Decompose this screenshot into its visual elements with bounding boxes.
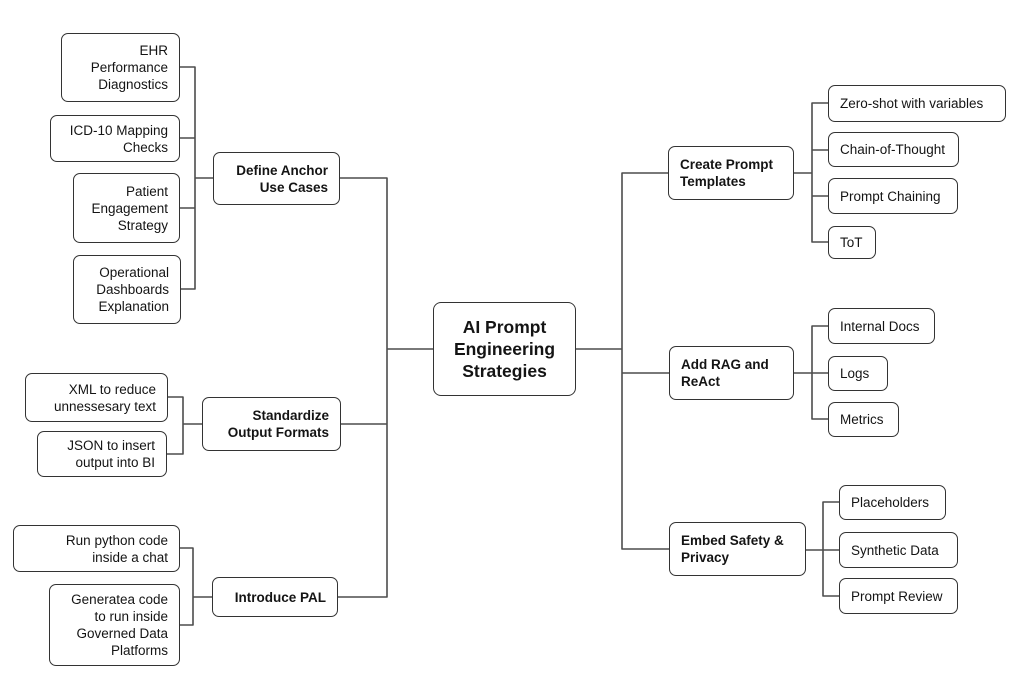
branch-introduce-pal: Introduce PAL <box>212 577 338 617</box>
branch-define-anchor-use-cases: Define Anchor Use Cases <box>213 152 340 205</box>
leaf-placeholders: Placeholders <box>839 485 946 520</box>
leaf-ehr-performance-diagnostics: EHR Performance Diagnostics <box>61 33 180 102</box>
connector-group-create-prompt <box>793 102 829 243</box>
leaf-internal-docs: Internal Docs <box>828 308 935 344</box>
branch-add-rag-and-react: Add RAG and ReAct <box>669 346 794 400</box>
leaf-run-python-code-inside-a-chat: Run python code inside a chat <box>13 525 180 572</box>
connector-group-introduce-pal <box>179 547 213 626</box>
connector-left-main <box>337 177 434 598</box>
leaf-prompt-chaining: Prompt Chaining <box>828 178 958 214</box>
connector-group-standardize <box>166 396 203 455</box>
branch-create-prompt-templates: Create Prompt Templates <box>668 146 794 200</box>
leaf-chain-of-thought: Chain-of-Thought <box>828 132 959 167</box>
connector-group-define-anchor <box>179 66 214 290</box>
leaf-tot: ToT <box>828 226 876 259</box>
leaf-zero-shot-with-variables: Zero-shot with variables <box>828 85 1006 122</box>
leaf-icd-10-mapping-checks: ICD-10 Mapping Checks <box>50 115 180 162</box>
connector-right-main <box>574 172 670 550</box>
connector-group-embed-safety <box>805 501 840 597</box>
leaf-logs: Logs <box>828 356 888 391</box>
branch-standardize-output-formats: Standardize Output Formats <box>202 397 341 451</box>
leaf-prompt-review: Prompt Review <box>839 578 958 614</box>
root-node: AI Prompt Engineering Strategies <box>433 302 576 396</box>
leaf-generatea-code-governed-data-platforms: Generatea code to run inside Governed Da… <box>49 584 180 666</box>
leaf-operational-dashboards-explanation: Operational Dashboards Explanation <box>73 255 181 324</box>
leaf-xml-to-reduce-unnessesary-text: XML to reduce unnessesary text <box>25 373 168 422</box>
leaf-synthetic-data: Synthetic Data <box>839 532 958 568</box>
leaf-metrics: Metrics <box>828 402 899 437</box>
leaf-json-to-insert-output-into-bi: JSON to insert output into BI <box>37 431 167 477</box>
connector-group-add-rag <box>793 325 829 420</box>
branch-embed-safety-privacy: Embed Safety & Privacy <box>669 522 806 576</box>
leaf-patient-engagement-strategy: Patient Engagement Strategy <box>73 173 180 243</box>
